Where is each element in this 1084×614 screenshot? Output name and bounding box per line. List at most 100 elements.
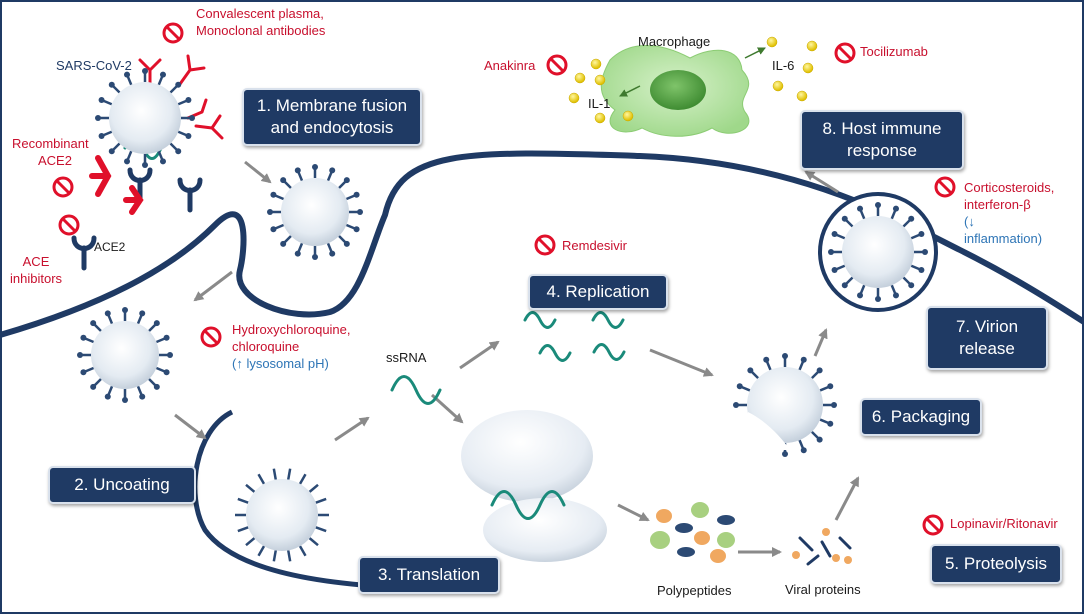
drug-ifn-text: interferon-β: [964, 196, 1031, 212]
antibody: [194, 114, 224, 140]
viral-protein: [806, 554, 820, 566]
arrow-replication-to-packaging: [649, 348, 714, 377]
viral-protein: [838, 536, 852, 550]
viral-protein: [820, 540, 832, 558]
replicated-rna: [538, 344, 572, 362]
step-6-packaging: 6. Packaging: [860, 398, 982, 436]
ribosome-large-subunit: [461, 410, 593, 502]
drug-hydroxychloroquine: Hydroxychloroquine, chloroquine (↑ lysos…: [232, 322, 351, 373]
step-3-translation: 3. Translation: [358, 556, 500, 594]
endosome-wall: [192, 409, 421, 591]
step-1-membrane-fusion: 1. Membrane fusion and endocytosis: [242, 88, 422, 146]
il6-label: IL-6: [772, 58, 795, 73]
no-sign-recombinant-icon: [52, 176, 74, 198]
polypeptide: [675, 523, 693, 533]
no-sign-tocilizumab-icon: [834, 42, 856, 64]
viral-protein: [792, 551, 800, 559]
drug-inhibitors-text: inhibitors: [10, 270, 63, 286]
cytokine-dot: [796, 90, 808, 102]
cytokine-dot: [622, 110, 634, 122]
released-virion: [818, 192, 938, 312]
recombinant-ace2: [123, 185, 144, 215]
sars-cov-2-virion: [95, 68, 195, 168]
drug-ace-text: ACE: [22, 254, 50, 269]
ace2-receptor: [177, 177, 203, 213]
cytokine-dot: [766, 36, 778, 48]
drug-recombinant-ace2: Recombinant ACE2: [12, 136, 89, 170]
step-6-label: 6. Packaging: [871, 406, 971, 426]
macrophage-nucleus: [650, 70, 706, 110]
cytokine-dot: [594, 112, 606, 124]
polypeptide: [656, 509, 672, 523]
drug-cortico-effect-arrow: (↓: [964, 213, 975, 229]
arrow-il6: [744, 47, 766, 59]
polypeptide: [691, 502, 709, 518]
viral-protein: [832, 554, 840, 562]
viral-protein: [822, 528, 830, 536]
step-4-label: 4. Replication: [546, 281, 650, 301]
drug-cq-text: chloroquine: [232, 338, 300, 354]
drug-recombinant-text: Recombinant: [12, 136, 89, 151]
ssrna-strand: [390, 375, 442, 405]
ace2-receptor: [71, 235, 97, 271]
replicated-rna: [592, 343, 626, 361]
arrow-endocytosis: [193, 270, 233, 302]
drug-plasma-text: Convalescent plasma,: [196, 6, 324, 21]
cytokine-dot: [568, 92, 580, 104]
drug-tocilizumab: Tocilizumab: [860, 44, 928, 59]
drug-cortico-text: Corticosteroids,: [964, 180, 1055, 195]
cytokine-dot: [594, 74, 606, 86]
no-sign-lopinavir-icon: [922, 514, 944, 536]
polypeptide: [710, 549, 726, 563]
uncoated-virion: [235, 468, 329, 562]
arrow-il1: [619, 85, 641, 97]
viral-proteins-label: Viral proteins: [785, 582, 861, 597]
polypeptide: [717, 515, 735, 525]
no-sign-corticosteroids-icon: [934, 176, 956, 198]
cytokine-dot: [772, 80, 784, 92]
arrow-translation-to-polypeptides: [617, 503, 650, 522]
cytokine-dot: [574, 72, 586, 84]
drug-cortico-effect-text: inflammation): [964, 230, 1043, 246]
arrow-entry: [244, 160, 272, 184]
endosome-virion: [77, 307, 173, 403]
drug-mab-text: Monoclonal antibodies: [196, 22, 326, 38]
drug-hcq-text: Hydroxychloroquine,: [232, 322, 351, 337]
arrow-to-replication: [459, 340, 500, 370]
no-sign-hcq-icon: [200, 326, 222, 348]
macrophage-label: Macrophage: [638, 34, 711, 49]
step-4-replication: 4. Replication: [528, 274, 668, 310]
ribosome-small-subunit: [483, 498, 607, 562]
step-7-virion-release: 7. Virion release: [926, 306, 1048, 370]
arrow-to-translation: [430, 393, 464, 424]
step-5-proteolysis: 5. Proteolysis: [930, 544, 1062, 584]
recombinant-ace2: [89, 155, 112, 197]
mrna-in-ribosome: [490, 490, 566, 520]
antibody: [178, 54, 206, 86]
drug-corticosteroids: Corticosteroids, interferon-β (↓ inflamm…: [964, 180, 1054, 248]
no-sign-ace-inhibitors-icon: [58, 214, 80, 236]
receptor-label: ACE2: [94, 240, 126, 254]
step-1-label: 1. Membrane fusion and endocytosis: [256, 95, 408, 137]
drug-hcq-effect: (↑ lysosomal pH): [232, 355, 329, 371]
drug-recombinant-ace2-text: ACE2: [38, 152, 72, 168]
arrow-packaging-to-release: [813, 328, 828, 357]
viral-protein: [844, 556, 852, 564]
virus-label: SARS-CoV-2: [56, 58, 132, 73]
drug-anakinra: Anakinra: [484, 58, 536, 73]
step-2-uncoating: 2. Uncoating: [48, 466, 196, 504]
polypeptide: [677, 547, 695, 557]
cytokine-dot: [802, 62, 814, 74]
polypeptide: [650, 531, 670, 549]
drug-antibodies: Convalescent plasma, Monoclonal antibodi…: [196, 6, 325, 40]
replicated-rna: [523, 311, 557, 329]
step-8-label: 8. Host immune response: [822, 118, 942, 160]
step-8-host-immune-response: 8. Host immune response: [800, 110, 964, 170]
drug-remdesivir: Remdesivir: [562, 238, 628, 253]
cytokine-dot: [806, 40, 818, 52]
step-3-label: 3. Translation: [377, 564, 481, 584]
no-sign-anakinra-icon: [546, 54, 568, 76]
packaging-virion: [733, 353, 837, 457]
